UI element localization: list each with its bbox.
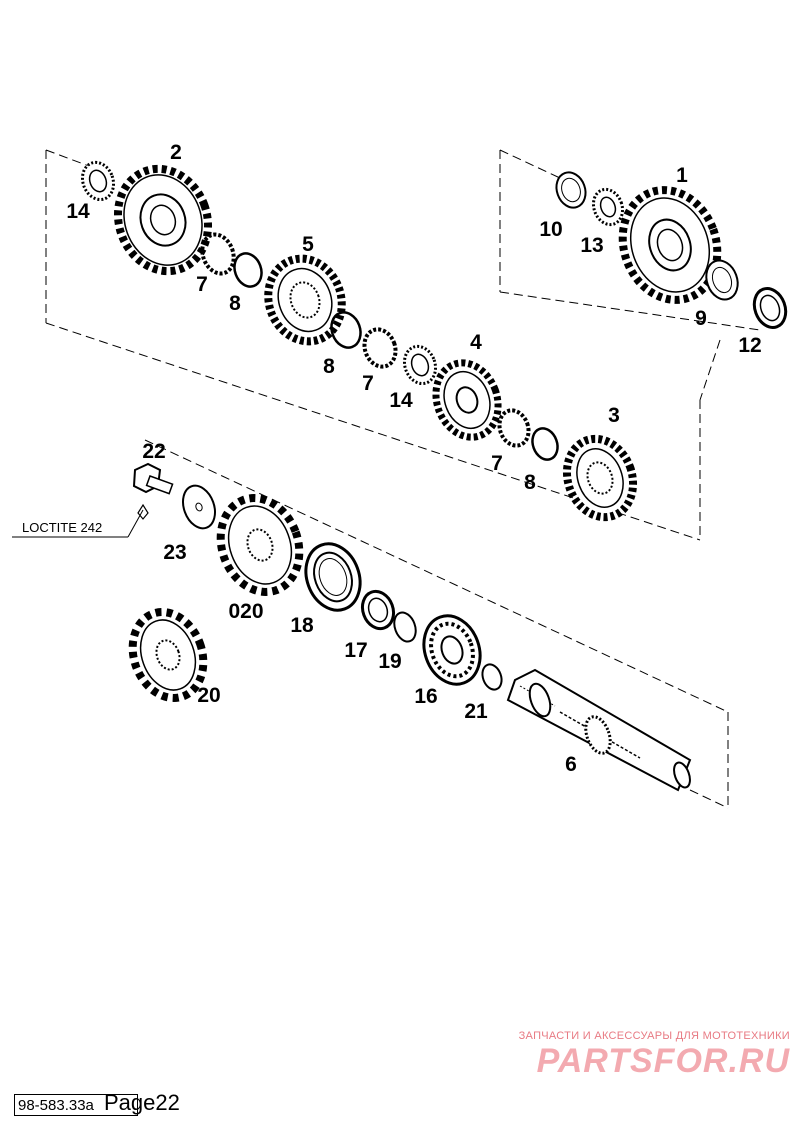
label-1: 1 [676, 164, 688, 187]
label-4: 4 [470, 331, 482, 354]
gear-3 [562, 434, 638, 522]
label-9: 9 [695, 307, 707, 330]
label-20: 20 [197, 684, 220, 707]
label-19: 19 [378, 650, 401, 673]
label-23: 23 [163, 541, 186, 564]
label-22: 22 [142, 440, 165, 463]
washer-9 [705, 259, 739, 301]
thrust-washer-7-second [362, 327, 398, 369]
label-8-third: 8 [524, 471, 536, 494]
label-020: 020 [228, 600, 263, 623]
washer-10 [555, 171, 587, 209]
label-14: 14 [66, 200, 90, 223]
thrust-washer-7-third [497, 408, 531, 448]
gear-4 [432, 359, 502, 441]
bushing-12 [752, 287, 788, 329]
label-13: 13 [580, 234, 603, 257]
label-14-second: 14 [389, 389, 413, 412]
label-7-second: 7 [362, 372, 374, 395]
label-5: 5 [302, 233, 314, 256]
label-2: 2 [170, 141, 182, 164]
circlip-8-second [330, 311, 362, 349]
oil-seal-18 [304, 542, 362, 612]
label-6: 6 [565, 753, 577, 776]
needle-bearing-14 [80, 160, 116, 202]
sprocket-020 [216, 494, 304, 596]
loctite-note: LOCTITE 242 [22, 520, 102, 535]
watermark-brand: PARTSFOR.RU [536, 1042, 790, 1080]
sprocket-20 [128, 608, 208, 702]
circlip-8-third [531, 427, 559, 461]
o-ring-21 [481, 663, 503, 691]
label-8-second: 8 [323, 355, 335, 378]
thrust-washer-7 [200, 232, 236, 276]
page-number: Page22 [104, 1090, 180, 1115]
label-12: 12 [738, 334, 761, 357]
label-7-third: 7 [491, 452, 503, 475]
washer-23 [182, 484, 216, 530]
o-ring-19 [393, 611, 417, 643]
label-3: 3 [608, 404, 620, 427]
label-8: 8 [229, 292, 241, 315]
watermark-tagline: ЗАПЧАСТИ И АКСЕССУАРЫ ДЛЯ МОТОТЕХНИКИ [518, 1030, 790, 1042]
gear-5 [264, 254, 346, 346]
needle-bearing-13 [591, 187, 625, 227]
ball-bearing-16 [422, 614, 482, 686]
main-shaft-6 [506, 668, 692, 792]
label-17: 17 [344, 639, 367, 662]
spacer-17 [360, 589, 396, 631]
watermark: ЗАПЧАСТИ И АКСЕССУАРЫ ДЛЯ МОТОТЕХНИКИ PA… [490, 1030, 790, 1080]
label-10: 10 [539, 218, 562, 241]
loctite-callout [12, 509, 144, 538]
gear-1 [618, 186, 722, 304]
needle-bearing-14-second [402, 344, 438, 386]
bolt-22 [132, 462, 174, 520]
diagram-code: 98-583.33a [14, 1094, 138, 1116]
label-21: 21 [464, 700, 488, 723]
label-7: 7 [196, 273, 208, 296]
circlip-8 [233, 252, 263, 288]
gear-2 [113, 164, 213, 276]
label-18: 18 [290, 614, 314, 637]
label-16: 16 [414, 685, 437, 708]
